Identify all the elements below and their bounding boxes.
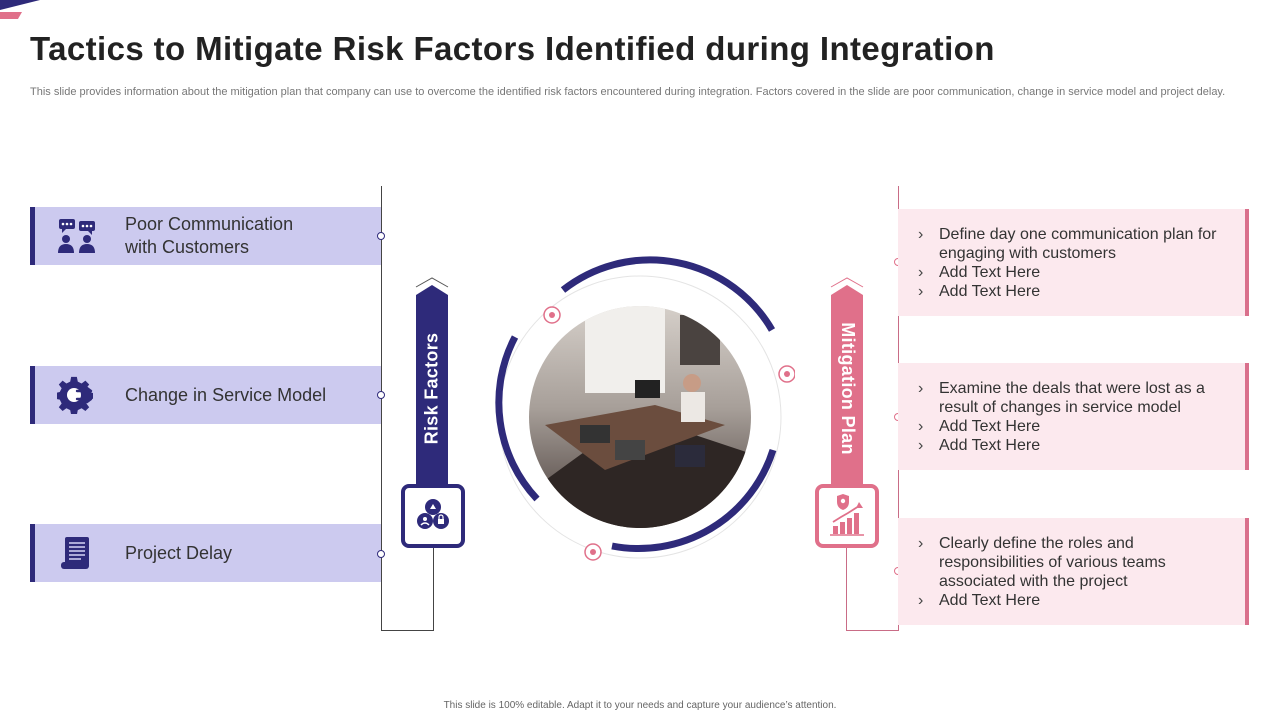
plan-connector-bottom: [846, 630, 899, 631]
risk-item-poor-communication[interactable]: Poor Communication with Customers: [30, 207, 381, 265]
risk-label: Change in Service Model: [125, 384, 327, 405]
plan-list-item: Examine the deals that were lost as a re…: [918, 379, 1235, 417]
risk-network-icon: [417, 499, 449, 529]
plan-list-item: Add Text Here: [918, 282, 1235, 301]
mitigation-plan-banner: Mitigation Plan: [829, 290, 865, 486]
shield-growth-chart-icon: [830, 494, 864, 536]
page-subtitle: This slide provides information about th…: [30, 86, 1226, 98]
risk-factors-banner-shape: [415, 277, 449, 487]
document-delay-icon: [61, 537, 89, 569]
risk-label: Poor Communication with Customers: [125, 207, 293, 265]
corner-decoration-accent: [0, 12, 23, 19]
service-gear-icon: [57, 376, 94, 414]
plan-list-item: Add Text Here: [918, 436, 1235, 455]
plan-list-item: Add Text Here: [918, 417, 1235, 436]
risk-label-line2: with Customers: [125, 237, 250, 257]
connector-dot: [377, 232, 385, 240]
risk-factors-icon-box: [401, 484, 465, 548]
plan-box-project-delay: Clearly define the roles and responsibil…: [898, 518, 1249, 625]
corner-decoration: [0, 0, 40, 10]
risk-item-project-delay[interactable]: Project Delay: [30, 524, 381, 582]
page-title: Tactics to Mitigate Risk Factors Identif…: [30, 30, 995, 67]
plan-box-service-model: Examine the deals that were lost as a re…: [898, 363, 1249, 470]
risk-label-line1: Poor Communication: [125, 214, 294, 234]
risk-connector-riser: [433, 546, 434, 631]
plan-list-item: Clearly define the roles and responsibil…: [918, 534, 1235, 591]
plan-box-communication: Define day one communication plan for en…: [898, 209, 1249, 316]
plan-list: Examine the deals that were lost as a re…: [918, 379, 1235, 455]
connector-dot: [377, 550, 385, 558]
connector-dot: [377, 391, 385, 399]
communication-icon: [58, 219, 95, 253]
risk-label: Project Delay: [125, 542, 233, 563]
plan-list-item: Add Text Here: [918, 591, 1235, 610]
mitigation-plan-label: Mitigation Plan: [837, 321, 858, 455]
mitigation-plan-icon-box: [815, 484, 879, 548]
risk-connector-bottom: [381, 630, 434, 631]
risk-item-service-model[interactable]: Change in Service Model: [30, 366, 381, 424]
risk-connector-line: [381, 186, 382, 631]
plan-list-item: Define day one communication plan for en…: [918, 225, 1235, 263]
center-photo-frame: [495, 256, 795, 561]
plan-list: Define day one communication plan for en…: [918, 225, 1235, 301]
plan-connector-riser: [846, 546, 847, 631]
risk-factors-label: Risk Factors: [421, 332, 442, 444]
plan-list: Clearly define the roles and responsibil…: [918, 534, 1235, 610]
risk-factors-banner: Risk Factors: [414, 290, 450, 486]
plan-list-item: Add Text Here: [918, 263, 1235, 282]
footer-note: This slide is 100% editable. Adapt it to…: [443, 700, 837, 711]
mitigation-plan-banner-shape: [830, 277, 864, 487]
